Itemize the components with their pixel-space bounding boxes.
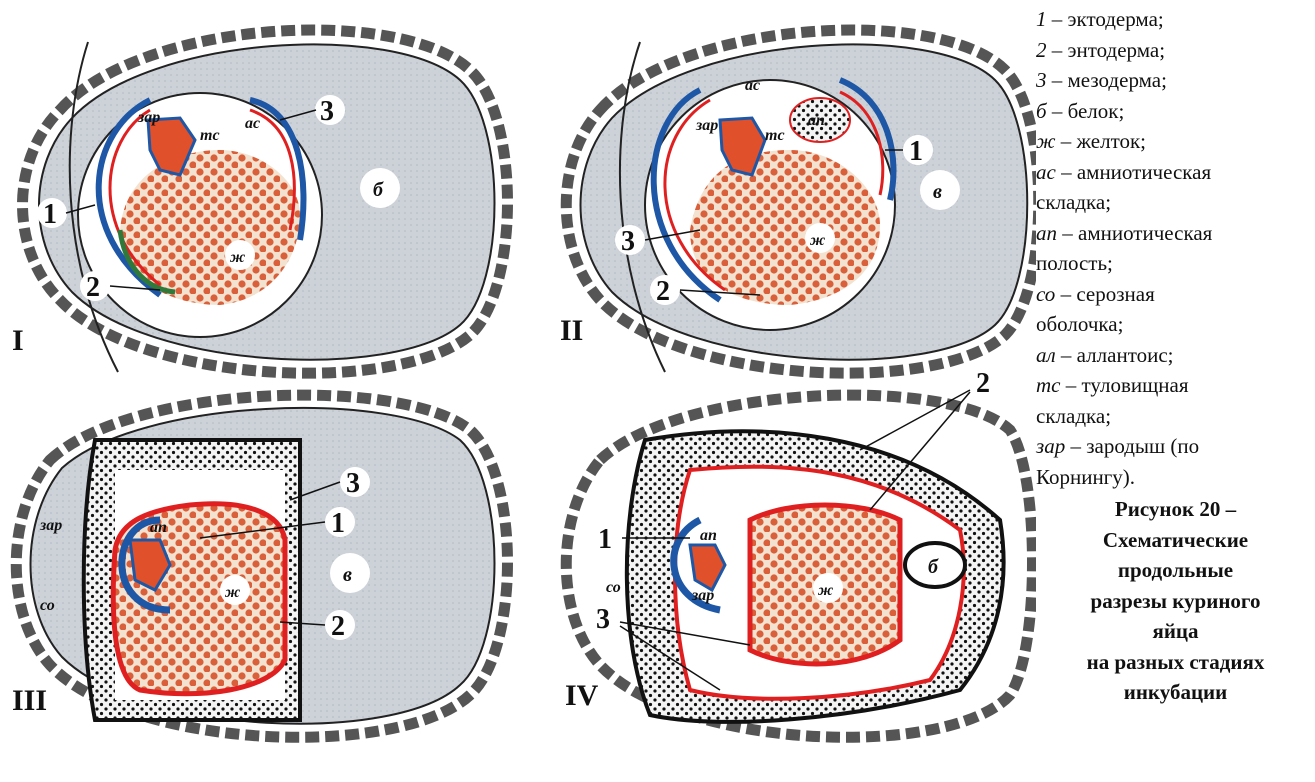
- abbr-zar-II: зар: [695, 117, 718, 134]
- legend-text: – белок;: [1047, 99, 1125, 123]
- stage-I-section: I 3 1 2 зар тс ас ж б: [12, 30, 508, 373]
- label-1-I: 1: [43, 199, 57, 230]
- abbr-v-III: в: [343, 564, 352, 586]
- legend-row: оболочка;: [1036, 309, 1315, 340]
- stage-label-III: III: [12, 684, 47, 717]
- abbr-zh-I: ж: [229, 249, 245, 266]
- legend-key: тс: [1036, 373, 1061, 397]
- label-2-I: 2: [86, 272, 100, 303]
- legend-row: 2 – энтодерма;: [1036, 35, 1315, 66]
- legend-key: ап: [1036, 221, 1057, 245]
- legend-key: ал: [1036, 343, 1056, 367]
- legend-key: 3: [1036, 68, 1047, 92]
- abbr-ts-II: тс: [765, 127, 785, 144]
- legend-text: – амниотическая: [1057, 221, 1212, 245]
- legend-row: зар – зародыш (по: [1036, 431, 1315, 462]
- legend-text: – туловищная: [1061, 373, 1189, 397]
- legend-row: со – серозная: [1036, 279, 1315, 310]
- abbr-zh-IV: ж: [817, 582, 833, 599]
- legend-text: – амниотическая: [1056, 160, 1211, 184]
- egg-sections-figure: I 3 1 2 зар тс ас ж б II 1 3 2: [0, 0, 1036, 782]
- abbr-as-II: ас: [745, 77, 760, 94]
- legend-text: – серозная: [1055, 282, 1154, 306]
- legend-row: 3 – мезодерма;: [1036, 65, 1315, 96]
- label-3-III: 3: [346, 468, 360, 499]
- label-3-I: 3: [320, 96, 334, 127]
- abbr-zh-II: ж: [809, 232, 825, 249]
- abbr-ap-IV: ап: [700, 527, 717, 544]
- legend-text: полость;: [1036, 251, 1113, 275]
- legend-row: складка;: [1036, 187, 1315, 218]
- stage-label-II: II: [560, 314, 583, 347]
- legend-text: – аллантоис;: [1056, 343, 1174, 367]
- legend-row: Корнингу).: [1036, 462, 1315, 493]
- legend-row: складка;: [1036, 401, 1315, 432]
- legend-panel: 1 – эктодерма; 2 – энтодерма; 3 – мезоде…: [1036, 4, 1315, 782]
- abbr-ts-I: тс: [200, 127, 220, 144]
- label-3-II: 3: [621, 226, 635, 257]
- figure-caption: Рисунок 20 – Схематические продольные ра…: [1036, 494, 1315, 708]
- abbr-so-III: со: [40, 597, 55, 614]
- stage-II-section: II 1 3 2 зар тс ас ап ж в: [560, 30, 1036, 373]
- legend-key: 2: [1036, 38, 1047, 62]
- abbr-zar-I: зар: [137, 109, 160, 126]
- abbr-zar-IV: зар: [691, 587, 714, 604]
- legend-row: ас – амниотическая: [1036, 157, 1315, 188]
- abbr-v-II: в: [933, 181, 942, 203]
- caption-line: яйца: [1036, 616, 1315, 647]
- legend-text: складка;: [1036, 190, 1111, 214]
- caption-line: продольные: [1036, 555, 1315, 586]
- label-3-IV: 3: [596, 604, 610, 635]
- legend-text: оболочка;: [1036, 312, 1123, 336]
- caption-line: Рисунок 20 –: [1036, 494, 1315, 525]
- stage-label-IV: IV: [565, 679, 599, 712]
- label-2-III: 2: [331, 611, 345, 642]
- legend-key: 1: [1036, 7, 1047, 31]
- label-1-II: 1: [909, 136, 923, 167]
- legend-row: ап – амниотическая: [1036, 218, 1315, 249]
- legend-text: Корнингу).: [1036, 465, 1135, 489]
- abbr-as-I: ас: [245, 115, 260, 132]
- abbr-b-IV: б: [928, 556, 939, 578]
- legend-text: – зародыш (по: [1065, 434, 1199, 458]
- stage-label-I: I: [12, 324, 24, 357]
- legend-row: тс – туловищная: [1036, 370, 1315, 401]
- legend-text: – энтодерма;: [1047, 38, 1166, 62]
- label-1-III: 1: [331, 508, 345, 539]
- abbr-ap-III: ап: [150, 519, 167, 536]
- legend-key: ж: [1036, 129, 1056, 153]
- caption-line: инкубации: [1036, 677, 1315, 708]
- legend-key: со: [1036, 282, 1055, 306]
- egg-II-yolk: [690, 150, 880, 305]
- caption-line: на разных стадиях: [1036, 647, 1315, 678]
- legend-text: – эктодерма;: [1047, 7, 1164, 31]
- legend-row: 1 – эктодерма;: [1036, 4, 1315, 35]
- legend-row: полость;: [1036, 248, 1315, 279]
- abbr-so-IV: со: [606, 579, 621, 596]
- legend-row: ж – желток;: [1036, 126, 1315, 157]
- legend-key: б: [1036, 99, 1047, 123]
- stage-IV-section: IV 2 1 3 ап зар со ж б: [565, 367, 1033, 737]
- abbr-zh-III: ж: [224, 584, 240, 601]
- legend-key: зар: [1036, 434, 1065, 458]
- abbr-ap-II: ап: [808, 112, 825, 129]
- legend-text: – желток;: [1056, 129, 1146, 153]
- label-1-IV: 1: [598, 524, 612, 555]
- caption-line: разрезы куриного: [1036, 586, 1315, 617]
- legend-text: – мезодерма;: [1047, 68, 1167, 92]
- label-2-IV: 2: [976, 368, 990, 399]
- label-2-II: 2: [656, 276, 670, 307]
- legend-key: ас: [1036, 160, 1056, 184]
- abbr-b-I: б: [373, 179, 384, 201]
- stage-III-section: III 3 1 2 зар ап со ж в: [12, 395, 508, 737]
- abbr-zar-III: зар: [39, 517, 62, 534]
- legend-text: складка;: [1036, 404, 1111, 428]
- caption-line: Схематические: [1036, 525, 1315, 556]
- legend-row: ал – аллантоис;: [1036, 340, 1315, 371]
- legend-row: б – белок;: [1036, 96, 1315, 127]
